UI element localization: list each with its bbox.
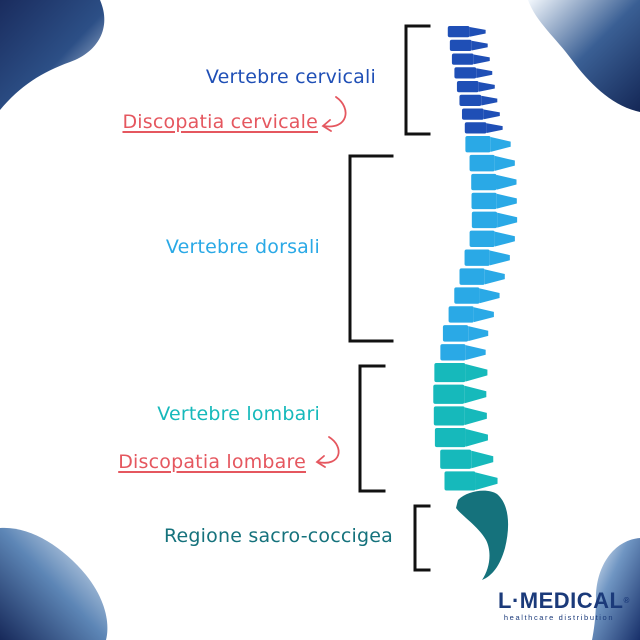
corner-blob-top-right — [528, 0, 640, 112]
cervical-spinous-process — [478, 82, 495, 92]
dorsal-spinous-process — [489, 250, 510, 266]
dorsal-spinous-process — [490, 137, 511, 152]
dorsal-spinous-process — [473, 307, 494, 323]
sacral-region-label: Regione sacro-coccigea — [163, 525, 393, 547]
brand-logo: L·MEDICAL® healthcare distribution — [498, 588, 629, 623]
dorsal-vertebra — [440, 344, 466, 361]
dorsal-spinous-process — [479, 288, 500, 304]
registered-mark: ® — [623, 596, 630, 605]
lumbar-spinous-process — [464, 407, 487, 425]
logo-wordmark: L·MEDICAL® — [498, 588, 629, 613]
sacrum-coccyx — [456, 490, 509, 580]
dorsal-spinous-process — [494, 231, 515, 247]
lumbar-spinous-process — [465, 429, 488, 447]
cervical-spinous-process — [471, 40, 488, 51]
cervical-spinous-process — [473, 54, 490, 65]
logo-name: L·MEDICAL — [498, 588, 624, 613]
dorsal-vertebra — [464, 249, 490, 266]
cervical-spinous-process — [476, 68, 493, 78]
lumbar-spinous-process — [475, 472, 498, 490]
cervical-vertebra — [447, 26, 470, 38]
dorsal-spinous-process — [484, 269, 505, 285]
dorsal-vertebra — [471, 192, 497, 210]
dorsal-spinous-process — [496, 174, 517, 190]
lumbar-vertebrae-label: Vertebre lombari — [157, 403, 320, 425]
cervical-disease-arrow — [323, 96, 347, 128]
cervical-vertebra — [456, 81, 479, 93]
cervical-vertebra — [459, 94, 482, 106]
dorsal-spinous-process — [465, 345, 486, 360]
cervical-vertebra — [461, 108, 484, 120]
lumbar-vertebra — [433, 406, 465, 426]
lumbar-disease-arrow — [317, 436, 340, 464]
corner-blob-top-left — [0, 0, 105, 110]
dorsal-spinous-process — [497, 212, 518, 228]
dorsal-vertebra — [459, 268, 485, 285]
cervical-vertebrae-label: Vertebre cervicali — [205, 66, 376, 88]
region-brackets — [348, 24, 431, 572]
spine — [433, 26, 518, 580]
dorsal-vertebra — [465, 136, 491, 153]
cervical-spinous-process — [483, 109, 500, 120]
corner-blob-bottom-right — [592, 538, 640, 640]
lumbar-spinous-process — [471, 450, 494, 469]
corner-blob-bottom-left — [0, 527, 108, 640]
lumbar-spinous-process — [464, 385, 487, 404]
dorsal-vertebra — [469, 154, 495, 172]
cervical-spinous-process — [481, 95, 498, 106]
cervical-spinous-process — [486, 123, 503, 133]
cervical-vertebra — [451, 53, 474, 65]
cervical-bracket — [404, 24, 431, 136]
lumbar-discopathy-link[interactable]: Discopatia lombare — [118, 451, 306, 473]
dorsal-vertebrae-label: Vertebre dorsali — [165, 236, 320, 258]
cervical-spinous-process — [469, 27, 486, 37]
dorsal-vertebra — [471, 173, 497, 191]
logo-tagline: healthcare distribution — [503, 613, 615, 622]
cervical-discopathy-link[interactable]: Discopatia cervicale — [122, 111, 318, 133]
lumbar-vertebra — [440, 449, 472, 469]
pathology-arrows — [315, 96, 347, 468]
cervical-vertebra — [454, 67, 477, 79]
cervical-vertebra — [449, 39, 472, 51]
lumbar-bracket — [358, 364, 386, 493]
dorsal-spinous-process — [496, 193, 517, 209]
sacral-bracket — [413, 504, 431, 572]
dorsal-spinous-process — [468, 326, 489, 342]
lumbar-disease-arrowhead — [315, 455, 326, 468]
cervical-disease-arrowhead — [321, 119, 332, 132]
lumbar-vertebra — [434, 363, 466, 383]
dorsal-vertebra — [471, 211, 498, 229]
lumbar-vertebra — [444, 471, 476, 491]
lumbar-vertebra — [433, 384, 465, 404]
dorsal-vertebra — [442, 325, 469, 342]
cervical-vertebra — [464, 122, 487, 134]
dorsal-spinous-process — [494, 155, 515, 171]
lumbar-spinous-process — [465, 364, 488, 382]
dorsal-vertebra — [469, 230, 495, 247]
dorsal-vertebra — [448, 306, 474, 323]
dorsal-vertebra — [454, 287, 480, 304]
lumbar-vertebra — [434, 428, 466, 448]
dorsal-bracket — [348, 154, 394, 343]
